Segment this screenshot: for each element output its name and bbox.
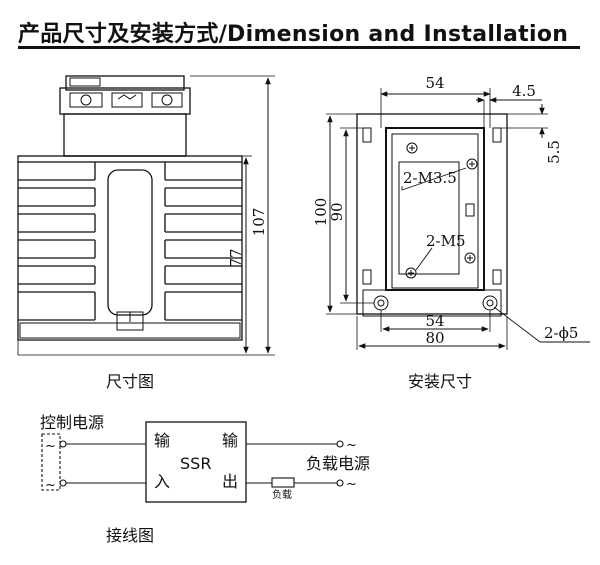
control-terminal-2 [59,479,67,487]
dim-hole-height: 90 [328,202,346,221]
ssr-input-bottom: 入 [154,472,170,491]
label-holes: 2-ϕ5 [544,324,578,342]
dim-right-small: 5.5 [545,140,563,164]
wiring-caption: 接线图 [106,526,154,545]
mount-view-caption: 安装尺寸 [408,372,472,391]
load-tilde-2: ~ [346,477,357,492]
load-source-label: 负载电源 [306,454,370,473]
load-label: 负载 [272,488,292,501]
control-terminal-1 [59,440,67,448]
page-title: 产品尺寸及安装方式/Dimension and Installation [18,22,569,47]
heatsink [17,155,243,341]
ssr-module [59,75,191,157]
ssr-output-top: 输 [222,431,238,450]
control-tilde-2: ~ [45,478,56,493]
mount-view-drawing [326,88,590,350]
load-terminal-2 [336,479,344,487]
load-tilde-1: ~ [346,438,357,453]
control-tilde-1: ~ [45,439,56,454]
ssr-label: SSR [180,454,211,473]
dim-outer-height: 100 [312,198,330,227]
load-terminal-1 [336,440,344,448]
ssr-output-bottom: 出 [222,472,238,491]
side-view-drawing [17,75,275,356]
control-source-label: 控制电源 [40,413,104,432]
label-m5: 2-M5 [426,232,466,250]
dim-heatsink-height: 77 [227,248,245,267]
dim-total-height: 107 [250,208,268,237]
ssr-input-top: 输 [154,431,170,450]
label-m35: 2-M3.5 [403,169,457,187]
wiring-diagram [41,421,344,503]
dim-bottom-width-inner: 54 [425,312,444,330]
control-source-box [41,433,61,491]
ssr-block [145,421,247,503]
dim-top-width: 54 [425,74,444,92]
dim-top-offset: 4.5 [512,82,536,100]
load-resistor [271,477,295,488]
title-underline [18,46,580,49]
side-view-caption: 尺寸图 [106,372,154,391]
dim-bottom-width-outer: 80 [425,329,444,347]
